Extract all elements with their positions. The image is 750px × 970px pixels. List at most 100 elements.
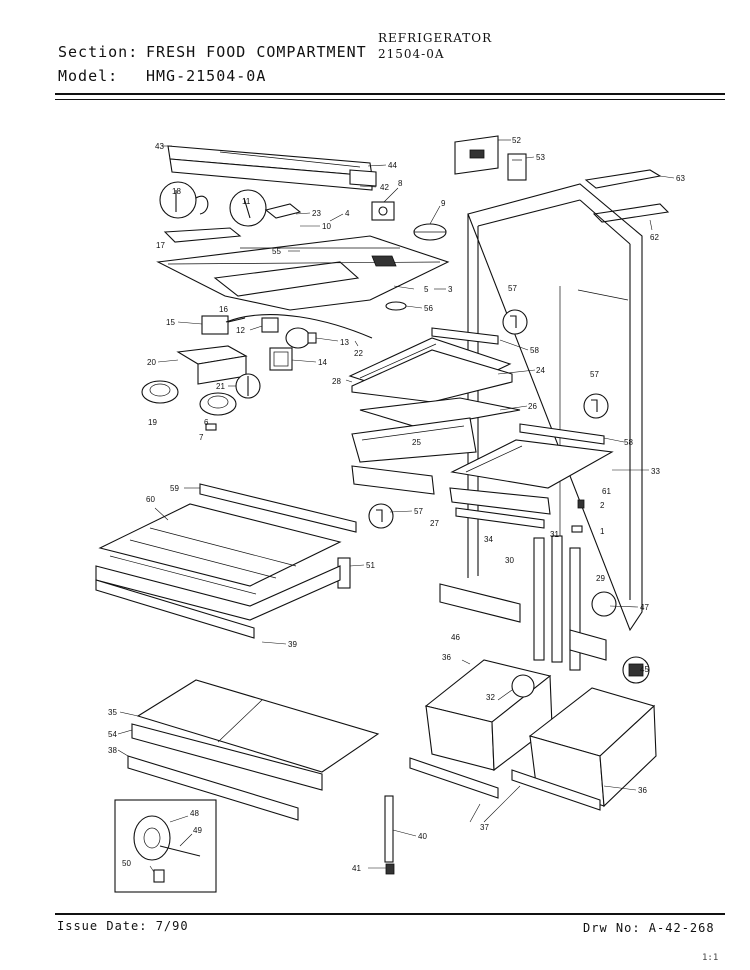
callout-labels: 43 44 42 8 18 11 23 10 4 9 55 17 5 3 16 … <box>108 136 685 873</box>
part-47-detail-circle <box>591 591 617 617</box>
model-value: HMG-21504-0A <box>146 67 267 85</box>
callout-57-lower: 57 <box>414 507 423 516</box>
callout-52: 52 <box>512 136 521 145</box>
callout-57-upper: 57 <box>508 284 517 293</box>
section-label: Section: <box>58 43 139 61</box>
callout-46: 46 <box>451 633 460 642</box>
part-12-socket <box>261 317 279 333</box>
callout-18: 18 <box>172 187 181 196</box>
part-9-wheel <box>413 223 447 241</box>
callout-48: 48 <box>190 809 199 818</box>
part-7-screw <box>205 423 217 431</box>
callout-34: 34 <box>484 535 493 544</box>
callout-24: 24 <box>536 366 545 375</box>
part-18-detail-circle <box>159 181 209 219</box>
part-14-thermostat <box>269 347 293 371</box>
callout-7: 7 <box>199 433 204 442</box>
callout-43: 43 <box>155 142 164 151</box>
callout-12: 12 <box>236 326 245 335</box>
part-37-rail-right <box>511 769 601 811</box>
callout-16: 16 <box>219 305 228 314</box>
callout-50: 50 <box>122 859 131 868</box>
callout-36-right: 36 <box>638 786 647 795</box>
part-29-ladder <box>569 547 581 671</box>
part-21-detail-circle <box>235 373 261 399</box>
callout-59: 59 <box>170 484 179 493</box>
header-rule-thick <box>55 93 725 95</box>
callout-36-left: 36 <box>442 653 451 662</box>
part-right-bracket <box>569 629 607 661</box>
callout-22: 22 <box>354 349 363 358</box>
part-1-screw <box>571 525 583 533</box>
callout-45: 45 <box>640 665 649 674</box>
callout-31: 31 <box>550 530 559 539</box>
callout-8: 8 <box>398 179 403 188</box>
part-16-control-housing <box>156 235 450 311</box>
part-26-crisper-cover <box>359 397 521 429</box>
part-54-cover-frame <box>131 723 323 791</box>
part-35-crisper-cover <box>136 679 380 773</box>
corner-mark: 1:1 <box>702 953 719 963</box>
callout-49: 49 <box>193 826 202 835</box>
model-label: Model: <box>58 67 119 85</box>
section-line: Section: FRESH FOOD COMPARTMENT <box>58 40 367 64</box>
part-57-detail-circle-upper <box>502 309 528 335</box>
header-block: Section: FRESH FOOD COMPARTMENT Model: HMG… <box>58 40 367 88</box>
part-6-knob <box>199 392 237 416</box>
callout-38: 38 <box>108 746 117 755</box>
callout-53: 53 <box>536 153 545 162</box>
callout-40: 40 <box>418 832 427 841</box>
part-36-crisper-bin-right <box>528 687 657 808</box>
part-46-rail <box>439 583 521 623</box>
callout-32: 32 <box>486 693 495 702</box>
part-58-shelf-rail-upper <box>431 327 499 345</box>
callout-30: 30 <box>505 556 514 565</box>
part-61-frame <box>449 487 551 515</box>
part-60-wire-shelf <box>98 503 342 595</box>
callout-25: 25 <box>412 438 421 447</box>
product-number: 21504-0A <box>378 47 445 61</box>
callout-27: 27 <box>430 519 439 528</box>
leader-lines <box>117 139 675 873</box>
part-34-rail <box>455 507 545 529</box>
callout-4: 4 <box>345 209 350 218</box>
section-value: FRESH FOOD COMPARTMENT <box>146 43 367 61</box>
part-22-wire <box>225 314 373 339</box>
callout-20: 20 <box>147 358 156 367</box>
callout-19: 19 <box>148 418 157 427</box>
callout-35: 35 <box>108 708 117 717</box>
part-27-drawer-front <box>351 465 435 495</box>
callout-57-mid: 57 <box>590 370 599 379</box>
part-39-rail <box>95 579 255 639</box>
part-41-end-cap <box>385 863 395 875</box>
part-19-knob <box>141 380 179 404</box>
footer-rule <box>55 913 725 915</box>
product-type: REFRIGERATOR <box>378 31 493 45</box>
callout-51: 51 <box>366 561 375 570</box>
model-line: Model: HMG-21504-0A <box>58 64 367 88</box>
part-59-rail <box>199 483 357 533</box>
callout-63: 63 <box>676 174 685 183</box>
drawing-number: Drw No: A-42-268 <box>583 921 715 935</box>
callout-3: 3 <box>448 285 453 294</box>
part-43-44-42-light-shield <box>167 145 377 191</box>
part-24-shelf-frame <box>351 349 513 403</box>
part-15-switch <box>201 315 246 335</box>
callout-33: 33 <box>651 467 660 476</box>
callout-44: 44 <box>388 161 397 170</box>
header-rule-thin <box>55 99 725 100</box>
part-8-timer <box>371 201 395 221</box>
part-33-shelf <box>450 439 614 489</box>
part-31-ladder <box>551 535 563 663</box>
callout-11: 11 <box>242 197 251 206</box>
callout-41: 41 <box>352 864 361 873</box>
callout-5: 5 <box>424 285 429 294</box>
part-62-trim <box>592 203 670 223</box>
part-37-rail-left <box>409 757 499 799</box>
callout-42: 42 <box>380 183 389 192</box>
callout-23: 23 <box>312 209 321 218</box>
callout-15: 15 <box>166 318 175 327</box>
callout-56: 56 <box>424 304 433 313</box>
part-56-ring <box>385 301 407 311</box>
callout-61: 61 <box>602 487 611 496</box>
